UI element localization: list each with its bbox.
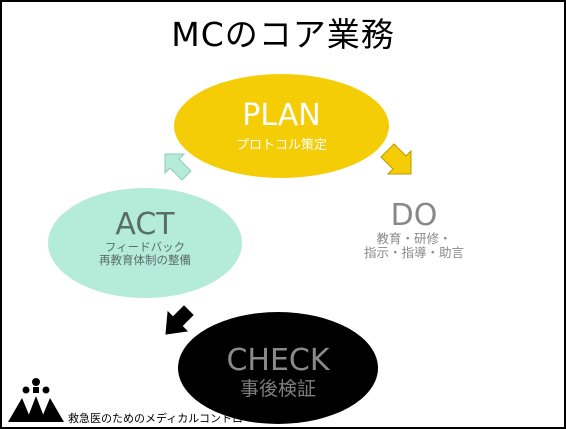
do-node: DO 教育・研修・ 指示・指導・助言: [358, 200, 470, 260]
act-sub-line2: 再教育体制の整備: [99, 253, 191, 267]
act-sub-line1: フィードバック: [104, 240, 186, 254]
plan-sub: プロトコル策定: [235, 137, 327, 153]
footer-text: 救急医のためのメディカルコントロール: [68, 412, 264, 425]
check-sub: 事後検証: [239, 378, 316, 400]
arrow-plan-to-do-icon: [380, 143, 412, 175]
arrow-check-to-act-icon: [165, 305, 194, 335]
act-label: ACT: [115, 207, 175, 242]
do-label: DO: [390, 198, 438, 233]
do-sub-line2: 指示・指導・助言: [363, 245, 464, 260]
act-ellipse: ACT フィードバック 再教育体制の整備: [48, 188, 242, 298]
plan-label: PLAN: [242, 97, 321, 133]
check-label: CHECK: [226, 343, 330, 378]
do-sub-line1: 教育・研修・: [376, 231, 452, 246]
logo-figures-icon: [8, 378, 64, 422]
plan-ellipse: PLAN プロトコル策定: [174, 74, 389, 178]
arrow-act-to-plan-icon: [164, 153, 192, 181]
slide-title: MCのコア業務: [171, 15, 395, 54]
check-ellipse: CHECK 事後検証: [178, 312, 378, 424]
